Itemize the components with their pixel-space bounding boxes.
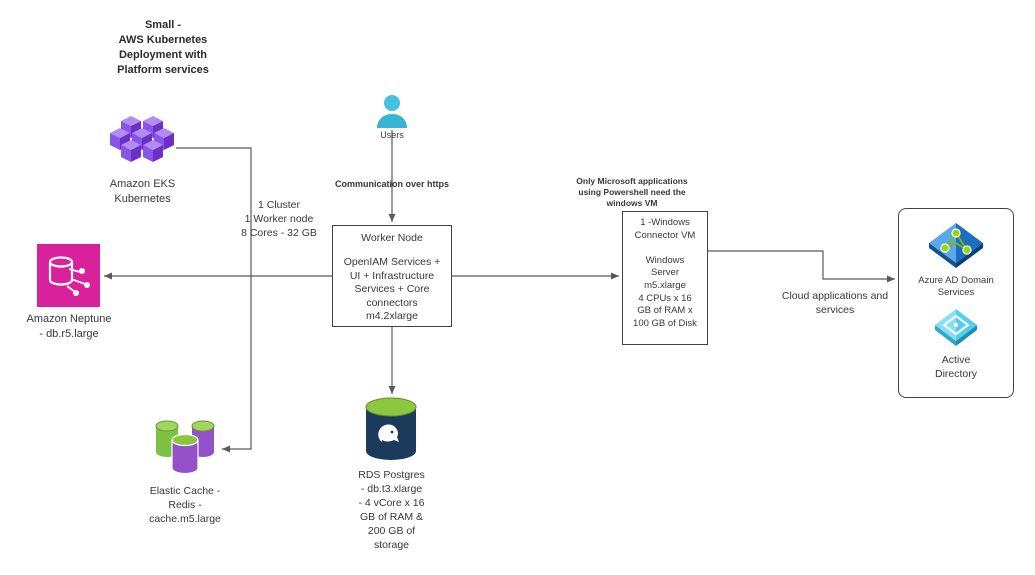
eks-label: Amazon EKS Kubernetes — [109, 178, 176, 205]
neptune-label: Amazon Neptune - db.r5.large — [26, 313, 112, 340]
postgres-elephant-glyph — [378, 424, 399, 442]
worker-node-title: Worker Node — [361, 232, 423, 244]
neptune-icon — [37, 244, 100, 307]
https-annotation: Communication over https — [334, 179, 449, 189]
elasticache-redis-icon — [155, 420, 215, 475]
users-label: Users — [380, 130, 404, 140]
azure-container-box: Azure AD Domain Services Active Director… — [898, 208, 1014, 398]
microsoft-annotation: Only Microsoft applications using Powers… — [576, 176, 688, 208]
rds-postgres-label: RDS Postgres - db.t3.xlarge - 4 vCore x … — [358, 469, 425, 551]
elasticache-redis-label: Elastic Cache - Redis - cache.m5.large — [149, 485, 221, 525]
eks-icon — [110, 116, 174, 162]
diagram-title: Small - AWS Kubernetes Deployment with P… — [117, 19, 209, 76]
cluster-specs-annotation: 1 Cluster 1 Worker node 8 Cores - 32 GB — [241, 199, 317, 239]
active-directory-icon — [935, 309, 977, 346]
worker-node-box: Worker Node OpenIAM Services + UI + Infr… — [332, 225, 452, 327]
rds-postgres-icon — [365, 397, 417, 460]
azure-ad-domain-services-label: Azure AD Domain Services — [918, 275, 994, 298]
active-directory-label: Active Directory — [934, 354, 977, 380]
connector-windows-to-azure — [708, 250, 895, 283]
cloud-services-annotation: Cloud applications and services — [781, 290, 889, 316]
users-icon — [377, 95, 407, 128]
worker-node-body: OpenIAM Services + UI + Infrastructure S… — [343, 256, 441, 322]
azure-ad-domain-services-icon — [929, 223, 983, 268]
windows-connector-box: 1 -Windows Connector VM Windows Server m… — [622, 211, 708, 345]
